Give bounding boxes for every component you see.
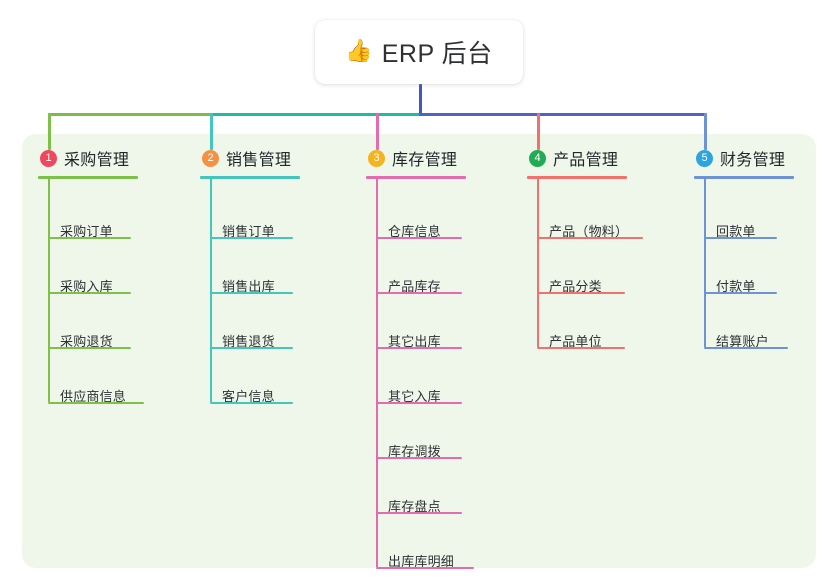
column-title-5: 财务管理 bbox=[720, 152, 786, 169]
leaf-label[interactable]: 销售出库 bbox=[222, 279, 275, 294]
column-badge-4: 4 bbox=[529, 149, 546, 167]
column-4: 4 产品管理产品（物料） 产品分类产品单位 bbox=[527, 147, 643, 349]
column-badge-1: 1 bbox=[40, 149, 57, 167]
connector-drop-4 bbox=[537, 113, 540, 150]
column-header-2[interactable]: 2 销售管理 bbox=[200, 147, 300, 169]
leaf-label[interactable]: 出库库明细 bbox=[388, 554, 455, 569]
column-items-3: 仓库信息产品库存其它出库其它入库库存调拨库存盘点出库库明细 bbox=[366, 179, 474, 569]
column-badge-2: 2 bbox=[202, 149, 219, 167]
leaf-label[interactable]: 产品库存 bbox=[388, 279, 441, 294]
root-node-card[interactable]: 👍 ERP 后台 bbox=[315, 20, 523, 84]
leaf-label[interactable]: 库存盘点 bbox=[388, 499, 441, 514]
column-items-5: 回款单付款单结算账户 bbox=[694, 179, 794, 349]
leaf-label[interactable]: 采购退货 bbox=[60, 334, 113, 349]
connector-drop-2 bbox=[210, 113, 213, 150]
leaf-label[interactable]: 结算账户 bbox=[716, 334, 769, 349]
column-spine-2 bbox=[210, 179, 212, 402]
leaf-label[interactable]: 采购订单 bbox=[60, 224, 113, 239]
column-items-1: 采购订单采购入库采购退货供应商信息 bbox=[38, 179, 144, 404]
leaf-underline bbox=[376, 512, 462, 514]
column-1: 1 采购管理采购订单采购入库采购退货供应商信息 bbox=[38, 147, 144, 404]
diagram-panel bbox=[22, 134, 816, 568]
leaf-label[interactable]: 供应商信息 bbox=[60, 389, 127, 404]
root-node-title: ERP 后台 bbox=[381, 40, 493, 68]
column-header-5[interactable]: 5 财务管理 bbox=[694, 147, 794, 169]
column-title-1: 采购管理 bbox=[64, 152, 130, 169]
leaf-underline bbox=[376, 237, 462, 239]
column-title-3: 库存管理 bbox=[392, 152, 458, 169]
leaf-underline bbox=[704, 237, 777, 239]
leaf-underline bbox=[537, 347, 625, 349]
leaf-label[interactable]: 采购入库 bbox=[60, 279, 113, 294]
column-badge-5: 5 bbox=[696, 149, 713, 167]
connector-bar-blue bbox=[419, 113, 707, 116]
leaf-underline bbox=[210, 402, 293, 404]
leaf-underline bbox=[537, 237, 643, 239]
leaf-label[interactable]: 库存调拨 bbox=[388, 444, 441, 459]
leaf-underline bbox=[48, 402, 144, 404]
leaf-label[interactable]: 仓库信息 bbox=[388, 224, 441, 239]
column-underline-5 bbox=[694, 176, 794, 179]
connector-bar-teal bbox=[210, 113, 422, 116]
connector-drop-3 bbox=[376, 113, 379, 150]
column-spine-1 bbox=[48, 179, 50, 402]
column-3: 3 库存管理仓库信息产品库存其它出库其它入库库存调拨库存盘点出库库明细 bbox=[366, 147, 474, 569]
column-items-2: 销售订单销售出库销售退货客户信息 bbox=[200, 179, 300, 404]
leaf-underline bbox=[48, 347, 131, 349]
leaf-underline bbox=[376, 347, 462, 349]
column-spine-5 bbox=[704, 179, 706, 347]
leaf-label[interactable]: 销售订单 bbox=[222, 224, 275, 239]
leaf-underline bbox=[704, 292, 777, 294]
leaf-label[interactable]: 产品（物料） bbox=[549, 224, 629, 239]
leaf-underline bbox=[210, 237, 293, 239]
connector-drop-5 bbox=[704, 113, 707, 150]
thumbs-up-icon: 👍 bbox=[345, 39, 373, 64]
column-header-1[interactable]: 1 采购管理 bbox=[38, 147, 138, 169]
column-underline-4 bbox=[527, 176, 627, 179]
leaf-label[interactable]: 其它出库 bbox=[388, 334, 441, 349]
column-spine-4 bbox=[537, 179, 539, 347]
leaf-label[interactable]: 付款单 bbox=[716, 279, 756, 294]
column-underline-2 bbox=[200, 176, 300, 179]
column-items-4: 产品（物料） 产品分类产品单位 bbox=[527, 179, 643, 349]
leaf-underline bbox=[376, 292, 462, 294]
leaf-label[interactable]: 其它入库 bbox=[388, 389, 441, 404]
column-title-4: 产品管理 bbox=[553, 152, 619, 169]
leaf-label[interactable]: 回款单 bbox=[716, 224, 756, 239]
column-5: 5 财务管理回款单付款单结算账户 bbox=[694, 147, 794, 349]
leaf-underline bbox=[210, 347, 293, 349]
leaf-underline bbox=[48, 292, 131, 294]
leaf-underline bbox=[704, 347, 788, 349]
root-trunk bbox=[419, 84, 422, 116]
column-title-2: 销售管理 bbox=[226, 152, 292, 169]
leaf-label[interactable]: 产品单位 bbox=[549, 334, 602, 349]
column-underline-3 bbox=[366, 176, 466, 179]
column-header-3[interactable]: 3 库存管理 bbox=[366, 147, 466, 169]
leaf-underline bbox=[537, 292, 625, 294]
column-badge-3: 3 bbox=[368, 149, 385, 167]
leaf-underline bbox=[48, 237, 131, 239]
leaf-underline bbox=[376, 567, 474, 569]
column-2: 2 销售管理销售订单销售出库销售退货客户信息 bbox=[200, 147, 300, 404]
leaf-label[interactable]: 客户信息 bbox=[222, 389, 275, 404]
leaf-underline bbox=[376, 457, 462, 459]
leaf-underline bbox=[376, 402, 462, 404]
column-underline-1 bbox=[38, 176, 138, 179]
column-header-4[interactable]: 4 产品管理 bbox=[527, 147, 627, 169]
leaf-underline bbox=[210, 292, 293, 294]
connector-bar-green bbox=[48, 113, 213, 116]
leaf-label[interactable]: 销售退货 bbox=[222, 334, 275, 349]
connector-drop-1 bbox=[48, 113, 51, 150]
leaf-label[interactable]: 产品分类 bbox=[549, 279, 602, 294]
column-spine-3 bbox=[376, 179, 378, 567]
